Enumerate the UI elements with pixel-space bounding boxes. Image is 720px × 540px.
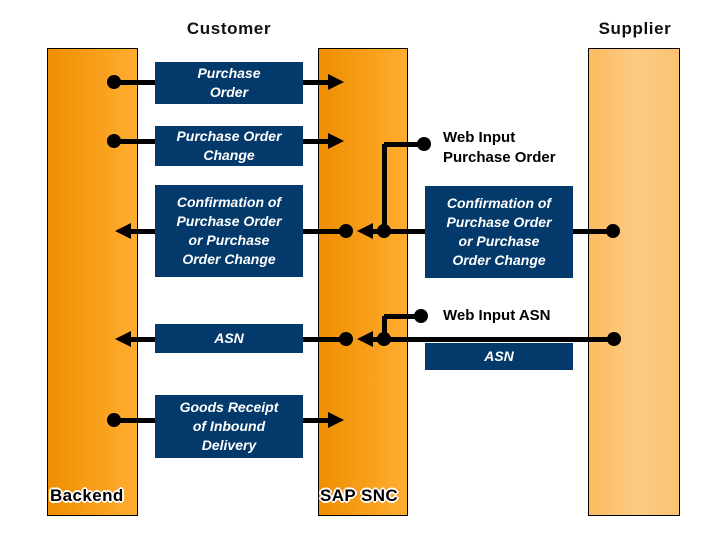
conf-line-to-box	[371, 229, 425, 234]
supplier-bar	[588, 48, 680, 516]
po-line-left	[114, 80, 155, 85]
backend-bar	[47, 48, 138, 516]
web-input-po-dot	[417, 137, 431, 151]
conf-line-snc-segment	[303, 229, 346, 234]
conf-line-into-backend	[130, 229, 155, 234]
sap-snc-bar-label: SAP SNC	[320, 486, 399, 505]
backend-bar-label: Backend	[50, 486, 124, 505]
asn-supplier-dot	[607, 332, 621, 346]
confirmation-left-box: Confirmation of Purchase Order or Purcha…	[155, 185, 303, 277]
web-input-po-elbow-line	[384, 142, 420, 147]
asn-arrowhead-snc-icon	[357, 331, 373, 347]
web-input-purchase-order-label: Web Input Purchase Order	[443, 129, 556, 166]
conf-line-from-supplier	[573, 229, 613, 234]
conf-snc-dot	[339, 224, 353, 238]
purchase-order-box: Purchase Order	[155, 62, 303, 104]
web-input-po-vertical-line	[382, 144, 387, 234]
gr-line-left	[114, 418, 155, 423]
conf-arrowhead-backend-icon	[115, 223, 131, 239]
confirmation-right-box: Confirmation of Purchase Order or Purcha…	[425, 186, 573, 278]
asn-arrowhead-backend-icon	[115, 331, 131, 347]
asn-line-snc-segment	[303, 337, 346, 342]
asn-left-box: ASN	[155, 324, 303, 353]
web-input-asn-vertical-line	[382, 316, 387, 342]
asn-line-from-supplier	[371, 337, 614, 342]
goods-receipt-box: Goods Receipt of Inbound Delivery	[155, 395, 303, 458]
web-input-asn-elbow-line	[384, 314, 420, 319]
asn-snc-dot	[339, 332, 353, 346]
web-input-asn-label: Web Input ASN	[443, 307, 551, 324]
supplier-heading: Supplier	[598, 19, 672, 38]
web-input-asn-dot	[414, 309, 428, 323]
gr-line-right	[303, 418, 329, 423]
conf-supplier-dot	[606, 224, 620, 238]
poc-line-right	[303, 139, 329, 144]
po-line-right	[303, 80, 329, 85]
po-arrowhead-icon	[328, 74, 344, 90]
customer-heading: Customer	[186, 19, 272, 38]
poc-arrowhead-icon	[328, 133, 344, 149]
asn-line-into-backend	[130, 337, 155, 342]
gr-arrowhead-icon	[328, 412, 344, 428]
sap-snc-bar	[318, 48, 408, 516]
asn-right-box: ASN	[425, 343, 573, 370]
conf-arrowhead-snc-icon	[357, 223, 373, 239]
poc-line-left	[114, 139, 155, 144]
purchase-order-change-box: Purchase Order Change	[155, 126, 303, 166]
